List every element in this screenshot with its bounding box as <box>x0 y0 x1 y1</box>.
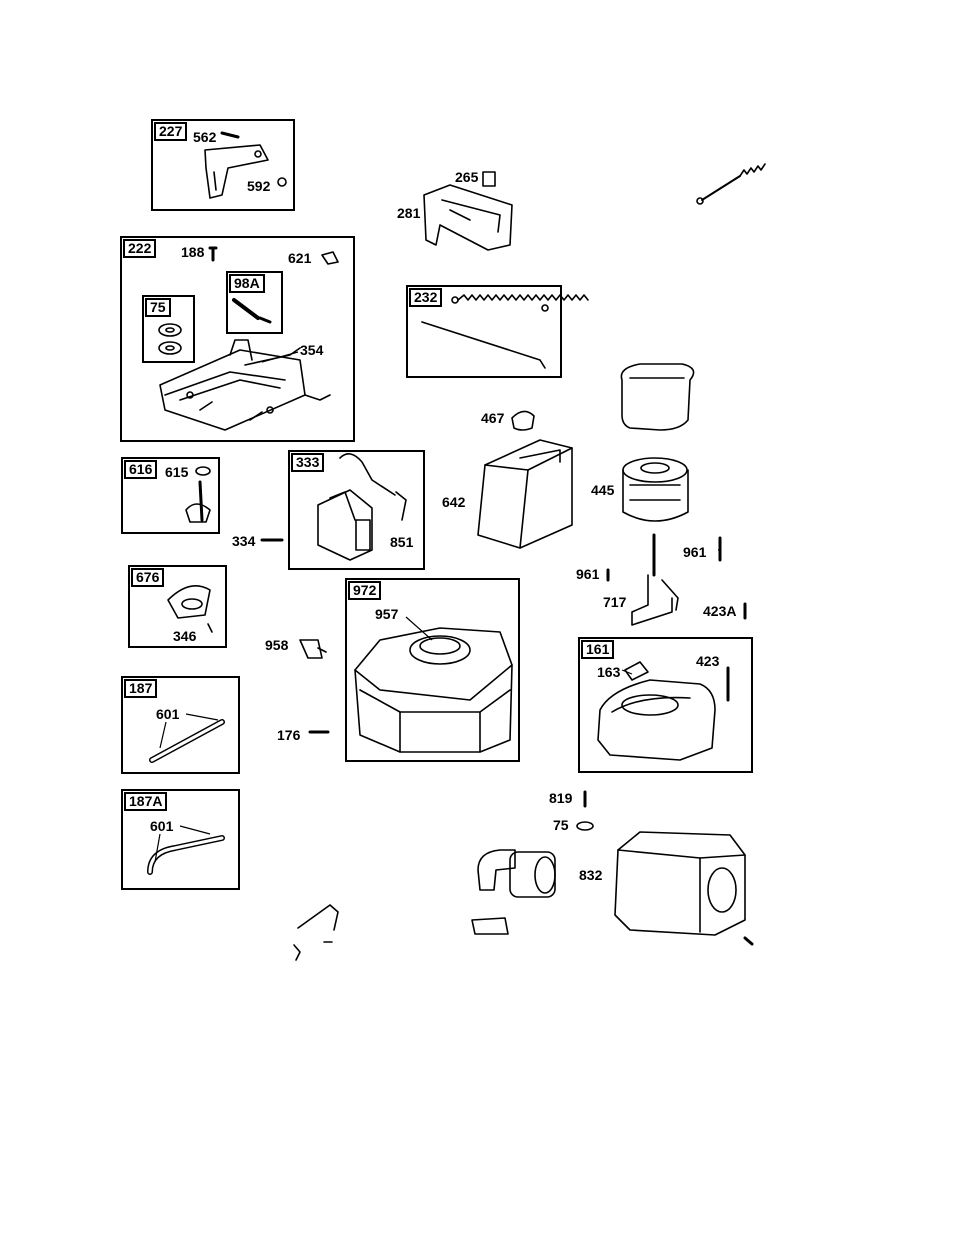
parts-diagram-page: 227 222 98A 75 232 616 333 676 972 161 1… <box>0 0 954 1235</box>
leader-lines <box>0 0 954 1235</box>
